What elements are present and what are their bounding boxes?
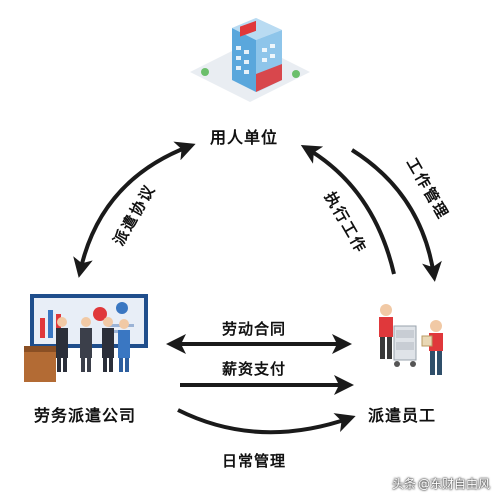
arrow-daily-management [177,408,356,435]
arrow-work-management [350,148,442,282]
building-illustration [190,18,310,102]
watermark: 头条 @东财自由风 [392,475,490,492]
node-employer: 用人单位 [210,128,279,147]
watermark-account: @东财自由风 [417,477,490,491]
arrow-dispatch-agreement [73,141,196,278]
node-worker: 派遣员工 [368,406,437,425]
label-daily-management: 日常管理 [222,452,287,470]
label-labor-contract: 劳动合同 [222,320,287,338]
label-salary-payment: 薪资支付 [222,360,287,378]
node-agency: 劳务派遣公司 [34,406,137,425]
worker-illustration [379,304,443,375]
arrow-execute-work [300,144,396,275]
agency-illustration [24,294,148,382]
watermark-source: 头条 [391,477,416,491]
